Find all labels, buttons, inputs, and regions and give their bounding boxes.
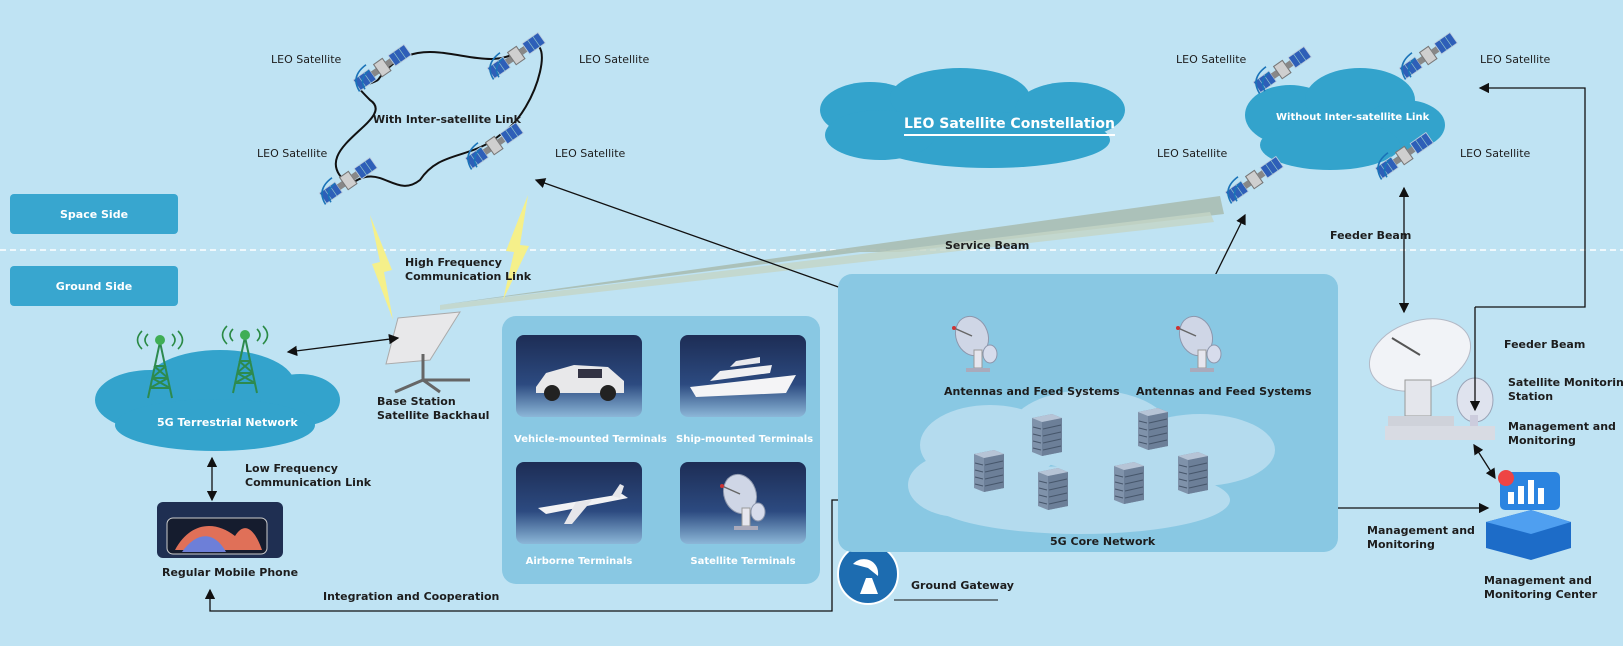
- ground-side-box: Ground Side: [10, 266, 178, 306]
- feeder-beam-label-2: Feeder Beam: [1504, 338, 1586, 351]
- monitoring-station-label-line1: Satellite Monitoring: [1508, 376, 1623, 389]
- leo-satellite-label-5: LEO Satellite: [1176, 53, 1247, 66]
- base-station-label-line1: Base Station: [377, 395, 456, 408]
- leo-satellite-label-6: LEO Satellite: [1480, 53, 1551, 66]
- ship-terminal-image: [680, 335, 806, 417]
- mgmt-label-1-line1: Management and: [1508, 420, 1616, 433]
- mgmt-label-2-line2: Monitoring: [1367, 538, 1435, 551]
- mgmt-label-2-line1: Management and: [1367, 524, 1475, 537]
- low-freq-label-line2: Communication Link: [245, 476, 372, 489]
- monitoring-center-label-line2: Monitoring Center: [1484, 588, 1598, 601]
- leo-satellite-label-4: LEO Satellite: [555, 147, 626, 160]
- leo-satellite-label-7: LEO Satellite: [1157, 147, 1228, 160]
- mgmt-label-1-line2: Monitoring: [1508, 434, 1576, 447]
- satellite-terminal-image: [680, 462, 806, 544]
- low-freq-label-line1: Low Frequency: [245, 462, 338, 475]
- core-network-label: 5G Core Network: [1050, 535, 1156, 548]
- space-side-box: Space Side: [10, 194, 178, 234]
- leo-satellite-label-2: LEO Satellite: [579, 53, 650, 66]
- leo-satellite-label-8: LEO Satellite: [1460, 147, 1531, 160]
- ground-gateway-label: Ground Gateway: [911, 579, 1014, 592]
- monitoring-station-label-line2: Station: [1508, 390, 1554, 403]
- airborne-terminal-image: [516, 462, 642, 544]
- monitoring-center-label-line1: Management and: [1484, 574, 1592, 587]
- integration-label: Integration and Cooperation: [323, 590, 500, 603]
- high-freq-label-line2: Communication Link: [405, 270, 532, 283]
- vehicle-terminal-image: [516, 335, 642, 417]
- antennas-label-2: Antennas and Feed Systems: [1136, 385, 1312, 398]
- service-beam-label: Service Beam: [945, 239, 1030, 252]
- mobile-phone-label: Regular Mobile Phone: [162, 566, 299, 579]
- terrestrial-network-label: 5G Terrestrial Network: [157, 416, 298, 429]
- satellite-terminals-label: Satellite Terminals: [690, 556, 796, 567]
- without-isl-label: Without Inter-satellite Link: [1276, 112, 1430, 123]
- airborne-terminals-label: Airborne Terminals: [525, 556, 633, 567]
- antennas-label-1: Antennas and Feed Systems: [944, 385, 1120, 398]
- leo-satellite-label-1: LEO Satellite: [271, 53, 342, 66]
- with-isl-label: With Inter-satellite Link: [373, 113, 521, 126]
- constellation-title: LEO Satellite Constellation: [904, 116, 1115, 136]
- ship-terminals-label: Ship-mounted Terminals: [676, 434, 814, 445]
- core-network-panel: [838, 274, 1338, 552]
- base-station-label-line2: Satellite Backhaul: [377, 409, 490, 422]
- feeder-beam-label-1: Feeder Beam: [1330, 229, 1412, 242]
- leo-satellite-label-3: LEO Satellite: [257, 147, 328, 160]
- vehicle-terminals-label: Vehicle-mounted Terminals: [514, 434, 667, 445]
- high-freq-label-line1: High Frequency: [405, 256, 502, 269]
